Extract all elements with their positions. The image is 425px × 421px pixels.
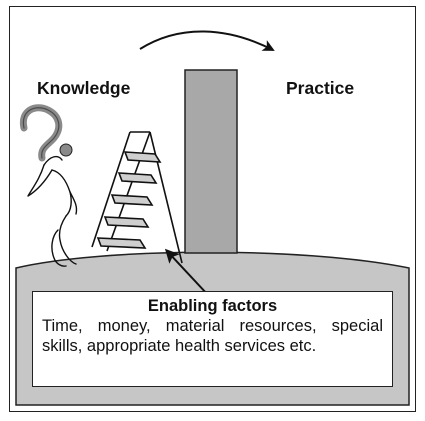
practice-label: Practice (286, 78, 355, 98)
curved-arrow (139, 30, 275, 51)
ladder-step (110, 194, 154, 206)
knowledge-label: Knowledge (37, 78, 131, 98)
ladder-step (96, 237, 147, 249)
enabling-factors-text: Time, money, material resources, special… (42, 317, 383, 355)
ladder-step (123, 151, 162, 163)
ladder (91, 131, 183, 264)
wall (184, 69, 238, 254)
ladder-step (103, 216, 150, 228)
enabling-factors-title: Enabling factors (147, 297, 278, 315)
person-figure (27, 155, 78, 267)
enabling-factors-box: Enabling factors Time, money, material r… (32, 291, 393, 387)
ladder-step (117, 172, 158, 184)
question-mark-icon (19, 104, 73, 162)
